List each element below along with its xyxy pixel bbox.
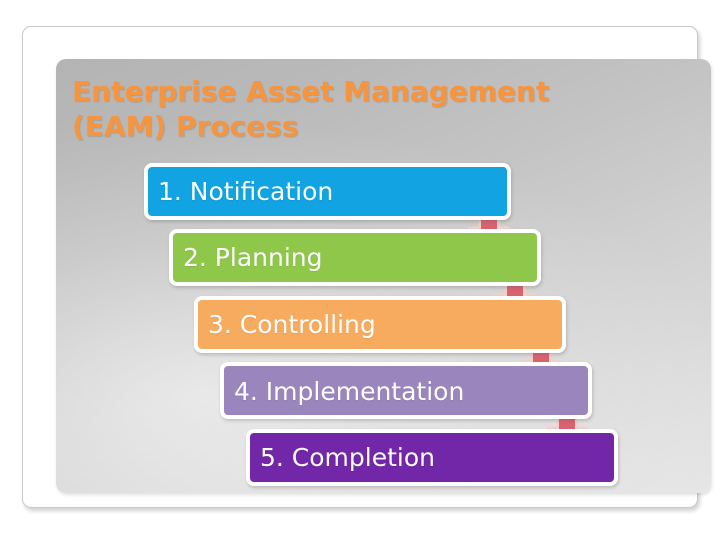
process-step-3[interactable]: 3. Controlling: [194, 296, 566, 353]
process-step-4[interactable]: 4. Implementation: [220, 362, 592, 419]
slide-frame: Enterprise Asset Management (EAM) Proces…: [22, 26, 711, 508]
process-step-1[interactable]: 1. Notification: [144, 163, 511, 220]
process-step-1-label: 1. Notification: [158, 177, 334, 206]
page-title: Enterprise Asset Management (EAM) Proces…: [72, 75, 550, 143]
process-step-2[interactable]: 2. Planning: [169, 229, 541, 286]
process-step-4-label: 4. Implementation: [234, 377, 465, 406]
process-step-5-label: 5. Completion: [260, 443, 435, 472]
process-staircase: 1. Notification 2. Planning 3. Controlli…: [56, 59, 711, 493]
slide-content-panel: Enterprise Asset Management (EAM) Proces…: [56, 59, 711, 493]
process-step-3-label: 3. Controlling: [208, 310, 376, 339]
process-step-2-label: 2. Planning: [183, 243, 323, 272]
process-step-5[interactable]: 5. Completion: [246, 429, 618, 486]
